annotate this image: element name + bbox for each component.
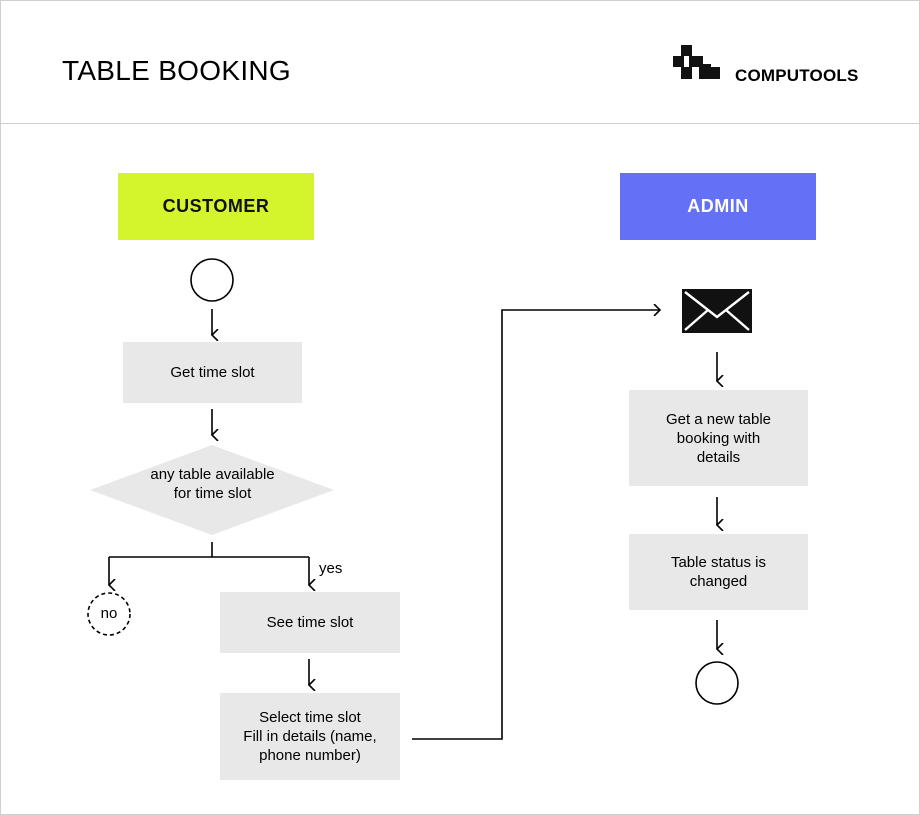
envelope-icon [682, 289, 752, 333]
select-line-2: Fill in details (name, phone number) [243, 728, 377, 764]
header: TABLE BOOKING COMPUTOOLS [1, 1, 919, 124]
page-title: TABLE BOOKING [62, 55, 291, 86]
yes-label: yes [319, 560, 343, 577]
customer-start-node [190, 258, 234, 302]
no-node [87, 592, 131, 636]
lane-customer: CUSTOMER [118, 173, 314, 240]
lane-admin: ADMIN [620, 173, 816, 240]
computools-logo-icon [673, 45, 720, 79]
select-line-1: Select time slot [259, 709, 361, 726]
step-select-time-slot: Select time slot Fill in details (name, … [220, 693, 400, 780]
step-see-time-slot: See time slot [220, 592, 400, 653]
no-label: no [100, 605, 118, 622]
brand-name: COMPUTOOLS [735, 66, 859, 85]
arrow-to-admin [412, 310, 660, 740]
admin-end-node [695, 661, 739, 705]
step-new-booking: Get a new table booking with details [629, 390, 808, 486]
step-get-time-slot: Get time slot [123, 342, 302, 403]
step-status-changed: Table status is changed [629, 534, 808, 610]
decision-label: any table available for time slot [150, 466, 275, 502]
decision-diamond [90, 445, 334, 535]
